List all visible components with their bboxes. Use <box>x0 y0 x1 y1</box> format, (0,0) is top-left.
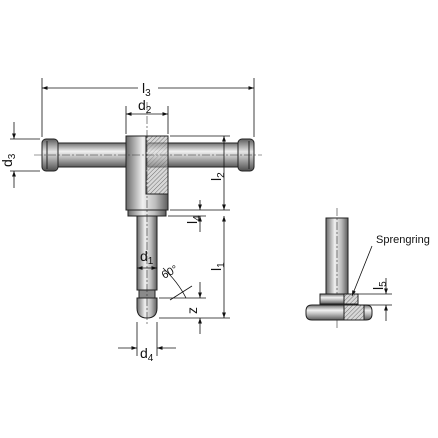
label-d1: d1 <box>140 248 154 267</box>
dimensions-main <box>10 78 255 356</box>
label-sprengring: Sprengring <box>376 234 430 246</box>
label-angle: 60° <box>160 263 180 281</box>
label-d2: d2 <box>138 97 152 116</box>
label-l2: l2 <box>208 172 227 181</box>
label-l4: l4 <box>184 215 203 224</box>
label-d3: d3 <box>0 153 18 167</box>
sprengring-detail-view <box>305 208 392 328</box>
label-l3: l3 <box>142 80 151 99</box>
dimension-labels: l3 d2 d3 l2 l4 d1 l1 60° z d4 <box>0 80 227 364</box>
label-d4: d4 <box>140 345 154 364</box>
label-z: z <box>184 307 200 314</box>
label-l5: l5 <box>370 281 389 290</box>
snap-ring <box>343 293 359 305</box>
label-l1: l1 <box>208 262 227 271</box>
t-handle-view <box>34 102 262 326</box>
